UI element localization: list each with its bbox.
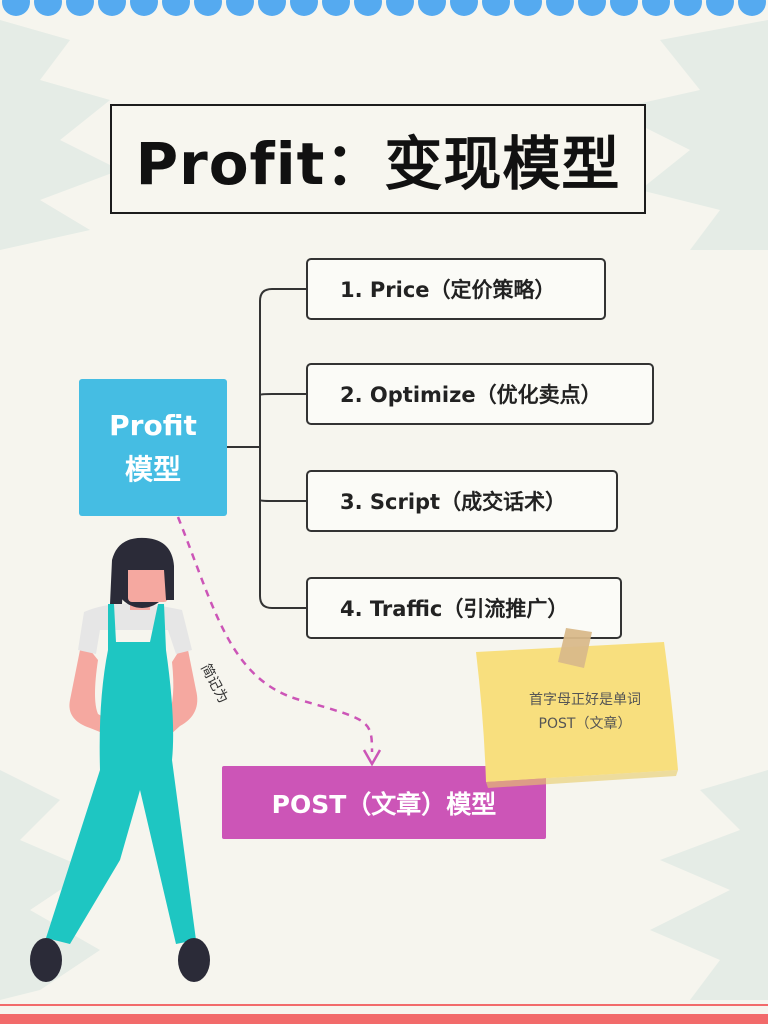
root-node-line1: Profit bbox=[109, 408, 197, 442]
branch-label: 3. Script（成交话术） bbox=[340, 490, 567, 514]
sticky-note-paper bbox=[476, 642, 678, 782]
scallop-dot bbox=[450, 0, 478, 16]
scallop-dot bbox=[98, 0, 126, 16]
scallop-dot bbox=[738, 0, 766, 16]
scallop-dot bbox=[546, 0, 574, 16]
scallop-dot bbox=[674, 0, 702, 16]
root-node: Profit 模型 bbox=[79, 379, 227, 516]
root-node-line2: 模型 bbox=[124, 452, 181, 486]
tape-icon bbox=[558, 628, 592, 668]
scallop-dot bbox=[578, 0, 606, 16]
sticky-note-text: 首字母正好是单词 POST（文章） bbox=[500, 688, 670, 736]
tree-connectors bbox=[227, 288, 306, 609]
scallop-dot bbox=[194, 0, 222, 16]
scallop-dot bbox=[482, 0, 510, 16]
branch-price: 1. Price（定价策略） bbox=[306, 258, 606, 320]
scallop-dot bbox=[258, 0, 286, 16]
branch-label: 1. Price（定价策略） bbox=[340, 278, 556, 302]
branch-label: 4. Traffic（引流推广） bbox=[340, 597, 569, 621]
scallop-dot bbox=[514, 0, 542, 16]
scallop-dot bbox=[2, 0, 30, 16]
page-title: Profit：变现模型 bbox=[135, 130, 621, 198]
result-node-label: POST（文章）模型 bbox=[271, 789, 497, 819]
scallop-dot bbox=[66, 0, 94, 16]
dashed-connector-arrowhead bbox=[362, 749, 382, 767]
scallop-dot bbox=[34, 0, 62, 16]
scallop-dot bbox=[322, 0, 350, 16]
person-figure bbox=[30, 537, 210, 982]
dashed-connector bbox=[176, 516, 374, 753]
sticky-note-line1: 首字母正好是单词 bbox=[529, 692, 641, 708]
scallop-dot bbox=[642, 0, 670, 16]
sticky-note-line2: POST（文章） bbox=[538, 716, 632, 732]
branch-script: 3. Script（成交话术） bbox=[306, 470, 618, 532]
branch-optimize: 2. Optimize（优化卖点） bbox=[306, 363, 654, 425]
scallop-dot bbox=[162, 0, 190, 16]
scallop-dot bbox=[386, 0, 414, 16]
scallop-dot bbox=[226, 0, 254, 16]
scallop-dot bbox=[130, 0, 158, 16]
scallop-dot bbox=[706, 0, 734, 16]
scallop-dot bbox=[418, 0, 446, 16]
scallop-dot bbox=[290, 0, 318, 16]
scallop-dot bbox=[354, 0, 382, 16]
branch-label: 2. Optimize（优化卖点） bbox=[340, 383, 602, 407]
title-box: Profit：变现模型 bbox=[110, 104, 646, 214]
top-scallop-border bbox=[2, 0, 766, 16]
scallop-dot bbox=[610, 0, 638, 16]
bottom-stripe bbox=[0, 1004, 768, 1024]
